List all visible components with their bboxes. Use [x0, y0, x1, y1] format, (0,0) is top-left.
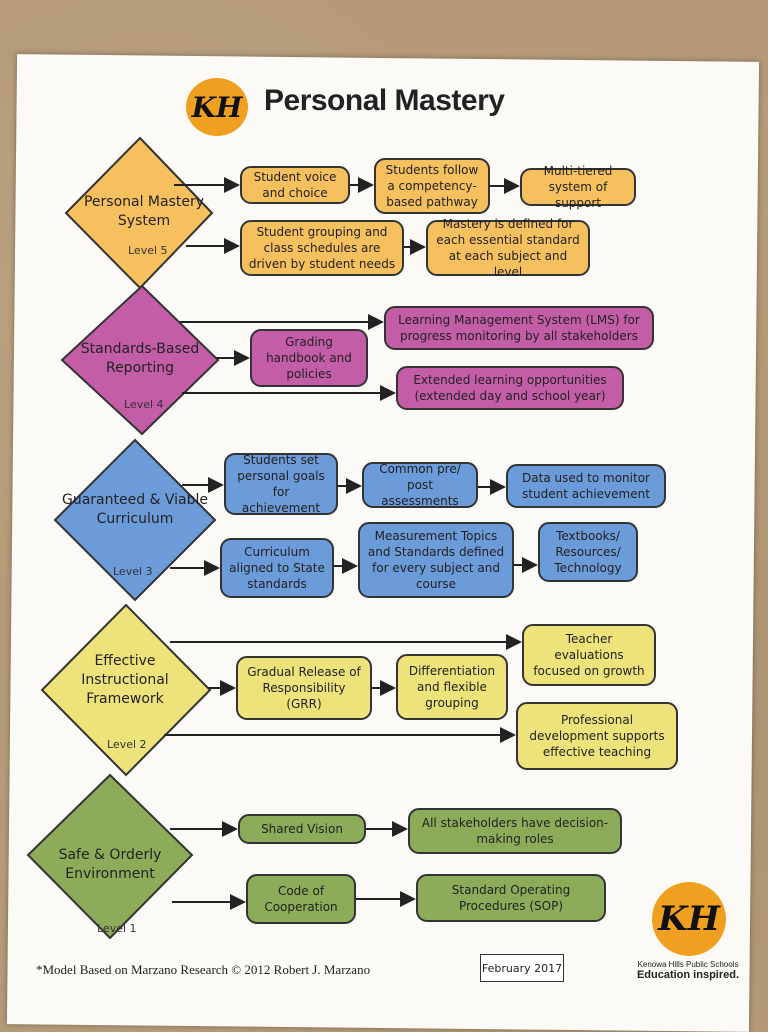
diamond-level-4	[60, 284, 220, 436]
level-4-number: Level 4	[124, 398, 164, 411]
level-2-number: Level 2	[107, 738, 147, 751]
box-stakeholder-roles: All stakeholders have decision-making ro…	[408, 808, 622, 854]
box-student-grouping: Student grouping and class schedules are…	[240, 220, 404, 276]
box-competency-pathway: Students follow a competency-based pathw…	[374, 158, 490, 214]
box-student-voice: Student voice and choice	[240, 166, 350, 204]
box-professional-development: Professional development supports effect…	[516, 702, 678, 770]
kh-school-logo: KH	[652, 882, 726, 956]
box-lms: Learning Management System (LMS) for pro…	[384, 306, 654, 350]
box-common-assessments: Common pre/ post assessments	[362, 462, 478, 508]
diamond-level-3	[53, 438, 217, 602]
level-4-title: Standards-Based Reporting	[80, 341, 200, 376]
box-sop: Standard Operating Procedures (SOP)	[416, 874, 606, 922]
box-textbooks: Textbooks/ Resources/ Technology	[538, 522, 638, 582]
level-2-title: Effective Instructional Framework	[81, 653, 169, 707]
box-extended-learning: Extended learning opportunities (extende…	[396, 366, 624, 410]
level-5-title: Personal Mastery System	[83, 194, 205, 229]
school-branding: Kenowa Hills Public Schools Education in…	[618, 960, 758, 981]
box-curriculum-aligned: Curriculum aligned to State standards	[220, 538, 334, 598]
level-3-number: Level 3	[113, 565, 153, 578]
diamond-level-1	[26, 773, 194, 940]
school-tagline: Education inspired.	[636, 969, 740, 981]
box-code-of-cooperation: Code of Cooperation	[246, 874, 356, 924]
diamond-level-2	[40, 603, 212, 777]
level-5-number: Level 5	[128, 244, 168, 257]
level-3-title: Guaranteed & Viable Curriculum	[61, 492, 209, 527]
box-multi-tiered-support: Multi-tiered system of support	[520, 164, 636, 210]
school-name: Kenowa Hills Public Schools	[637, 960, 739, 969]
level-1-number: Level 1	[97, 922, 137, 935]
page-title: Personal Mastery	[264, 84, 505, 117]
box-gradual-release: Gradual Release of Responsibility (GRR)	[236, 656, 372, 720]
box-mastery-defined: Mastery is defined for each essential st…	[426, 217, 590, 279]
box-shared-vision: Shared Vision	[238, 814, 366, 844]
model-footnote: *Model Based on Marzano Research © 2012 …	[36, 962, 371, 977]
level-1-title: Safe & Orderly Environment	[58, 847, 162, 882]
box-differentiation: Differentiation and flexible grouping	[396, 654, 508, 720]
kh-logo: KH	[186, 78, 248, 136]
date-box: February 2017	[480, 954, 564, 982]
box-data-monitor: Data used to monitor student achievement	[506, 464, 666, 508]
box-teacher-evaluations: Teacher evaluations focused on growth	[522, 624, 656, 686]
box-grading-handbook: Grading handbook and policies	[250, 329, 368, 387]
box-personal-goals: Students set personal goals for achievem…	[224, 453, 338, 515]
box-measurement-topics: Measurement Topics and Standards defined…	[358, 522, 514, 598]
